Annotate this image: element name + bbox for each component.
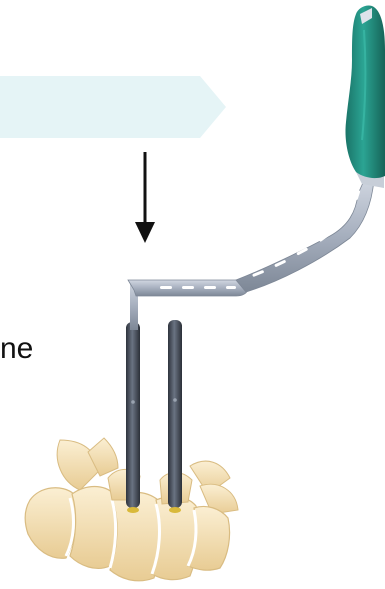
spinal-instrument-icon (128, 5, 385, 330)
rods (126, 320, 182, 513)
